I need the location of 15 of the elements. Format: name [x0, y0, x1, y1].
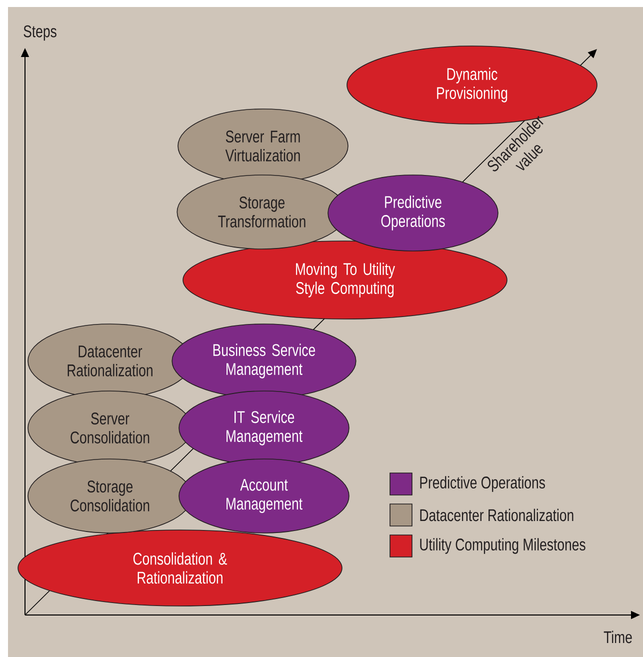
ellipse-node: Consolidation & Rationalization: [18, 530, 342, 606]
ellipse-node: IT Service Management: [178, 390, 350, 466]
legend-label: Datacenter Rationalization: [420, 508, 574, 522]
ellipse-node: Server Consolidation: [28, 390, 192, 466]
ellipse-node: Account Management: [178, 458, 350, 534]
ellipse-node: Server Farm Virtualization: [178, 108, 348, 184]
ellipse-node: Moving To Utility Style Computing: [182, 240, 508, 320]
ellipse-node: Storage Consolidation: [28, 458, 192, 534]
legend-label: Utility Computing Milestones: [420, 538, 586, 554]
ellipse-node: Storage Transformation: [176, 174, 348, 250]
axis-label: Time: [604, 630, 632, 644]
axis-label: Steps: [24, 25, 56, 41]
ellipse-node: Predictive Operations: [328, 174, 498, 252]
ellipse-node: Business Service Management: [172, 324, 356, 398]
legend-label: Predictive Operations: [420, 476, 545, 492]
